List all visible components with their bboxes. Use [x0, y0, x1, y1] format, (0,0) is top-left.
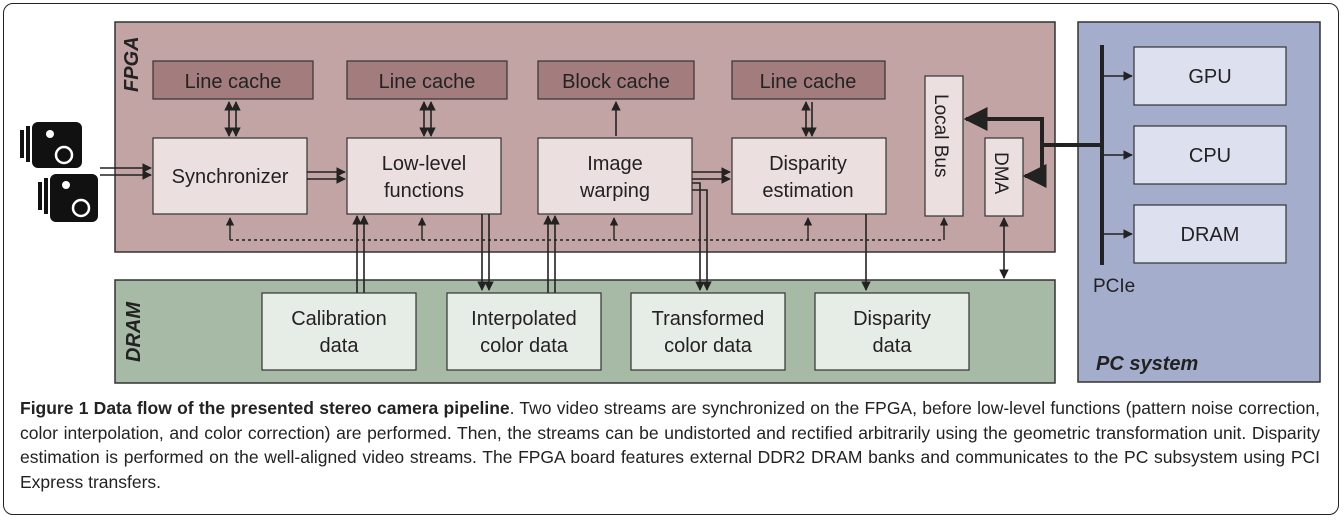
lowlevel-label-1: Low-level — [382, 153, 466, 175]
caption-body: . Two video streams are synchronized on … — [20, 398, 1320, 492]
cache-label-4: Line cache — [760, 71, 857, 93]
cache-box-4 — [731, 60, 886, 100]
lowlevel-box — [346, 137, 502, 215]
pc-label: PC system — [1096, 353, 1198, 375]
dram-label: DRAM — [123, 301, 145, 362]
cache-box-2 — [346, 60, 508, 100]
dram-transformed-label-1: Transformed — [652, 308, 765, 330]
gpu-box — [1133, 46, 1287, 106]
dram-disparity-label-2: data — [873, 335, 913, 357]
figure-caption: Figure 1 Data flow of the presented ster… — [20, 396, 1320, 494]
disparity-label-2: estimation — [762, 180, 853, 202]
dram-disparity-label-1: Disparity — [853, 308, 931, 330]
pc-dram-box — [1133, 204, 1287, 264]
local-bus-box — [924, 75, 964, 217]
cpu-box — [1133, 125, 1287, 185]
pcie-label: PCIe — [1093, 276, 1135, 297]
dram-interpolated-label-1: Interpolated — [471, 308, 577, 330]
dram-transformed-label-2: color data — [664, 335, 753, 357]
disparity-label-1: Disparity — [769, 153, 847, 175]
camera-icon-2 — [38, 174, 98, 222]
cpu-label: CPU — [1189, 145, 1231, 167]
local-bus-label: Local Bus — [930, 94, 951, 177]
synchronizer-box — [152, 137, 308, 215]
caption-title: Figure 1 Data flow of the presented ster… — [20, 398, 510, 418]
dma-label: DMA — [990, 152, 1011, 195]
cache-label-1: Line cache — [185, 71, 282, 93]
dram-box-calibration — [261, 292, 417, 371]
lowlevel-label-2: functions — [384, 180, 464, 202]
cache-box-3 — [537, 60, 695, 100]
dram-calibration-label-2: data — [320, 335, 360, 357]
dram-box-disparity — [814, 292, 970, 371]
cache-label-3: Block cache — [562, 71, 670, 93]
dram-box-interpolated — [446, 292, 602, 371]
fpga-label: FPGA — [121, 36, 143, 92]
cache-label-2: Line cache — [379, 71, 476, 93]
warping-label-1: Image — [587, 153, 643, 175]
synchronizer-label: Synchronizer — [172, 166, 289, 188]
pc-dram-label: DRAM — [1181, 224, 1240, 246]
disparity-box — [731, 137, 887, 215]
warping-box — [537, 137, 693, 215]
dram-interpolated-label-2: color data — [480, 335, 569, 357]
gpu-label: GPU — [1188, 66, 1231, 88]
dram-box-transformed — [630, 292, 786, 371]
cache-box-1 — [152, 60, 314, 100]
fpga-region — [114, 21, 1056, 253]
dram-calibration-label-1: Calibration — [291, 308, 387, 330]
warping-label-2: warping — [579, 180, 650, 202]
camera-icon — [20, 122, 82, 168]
